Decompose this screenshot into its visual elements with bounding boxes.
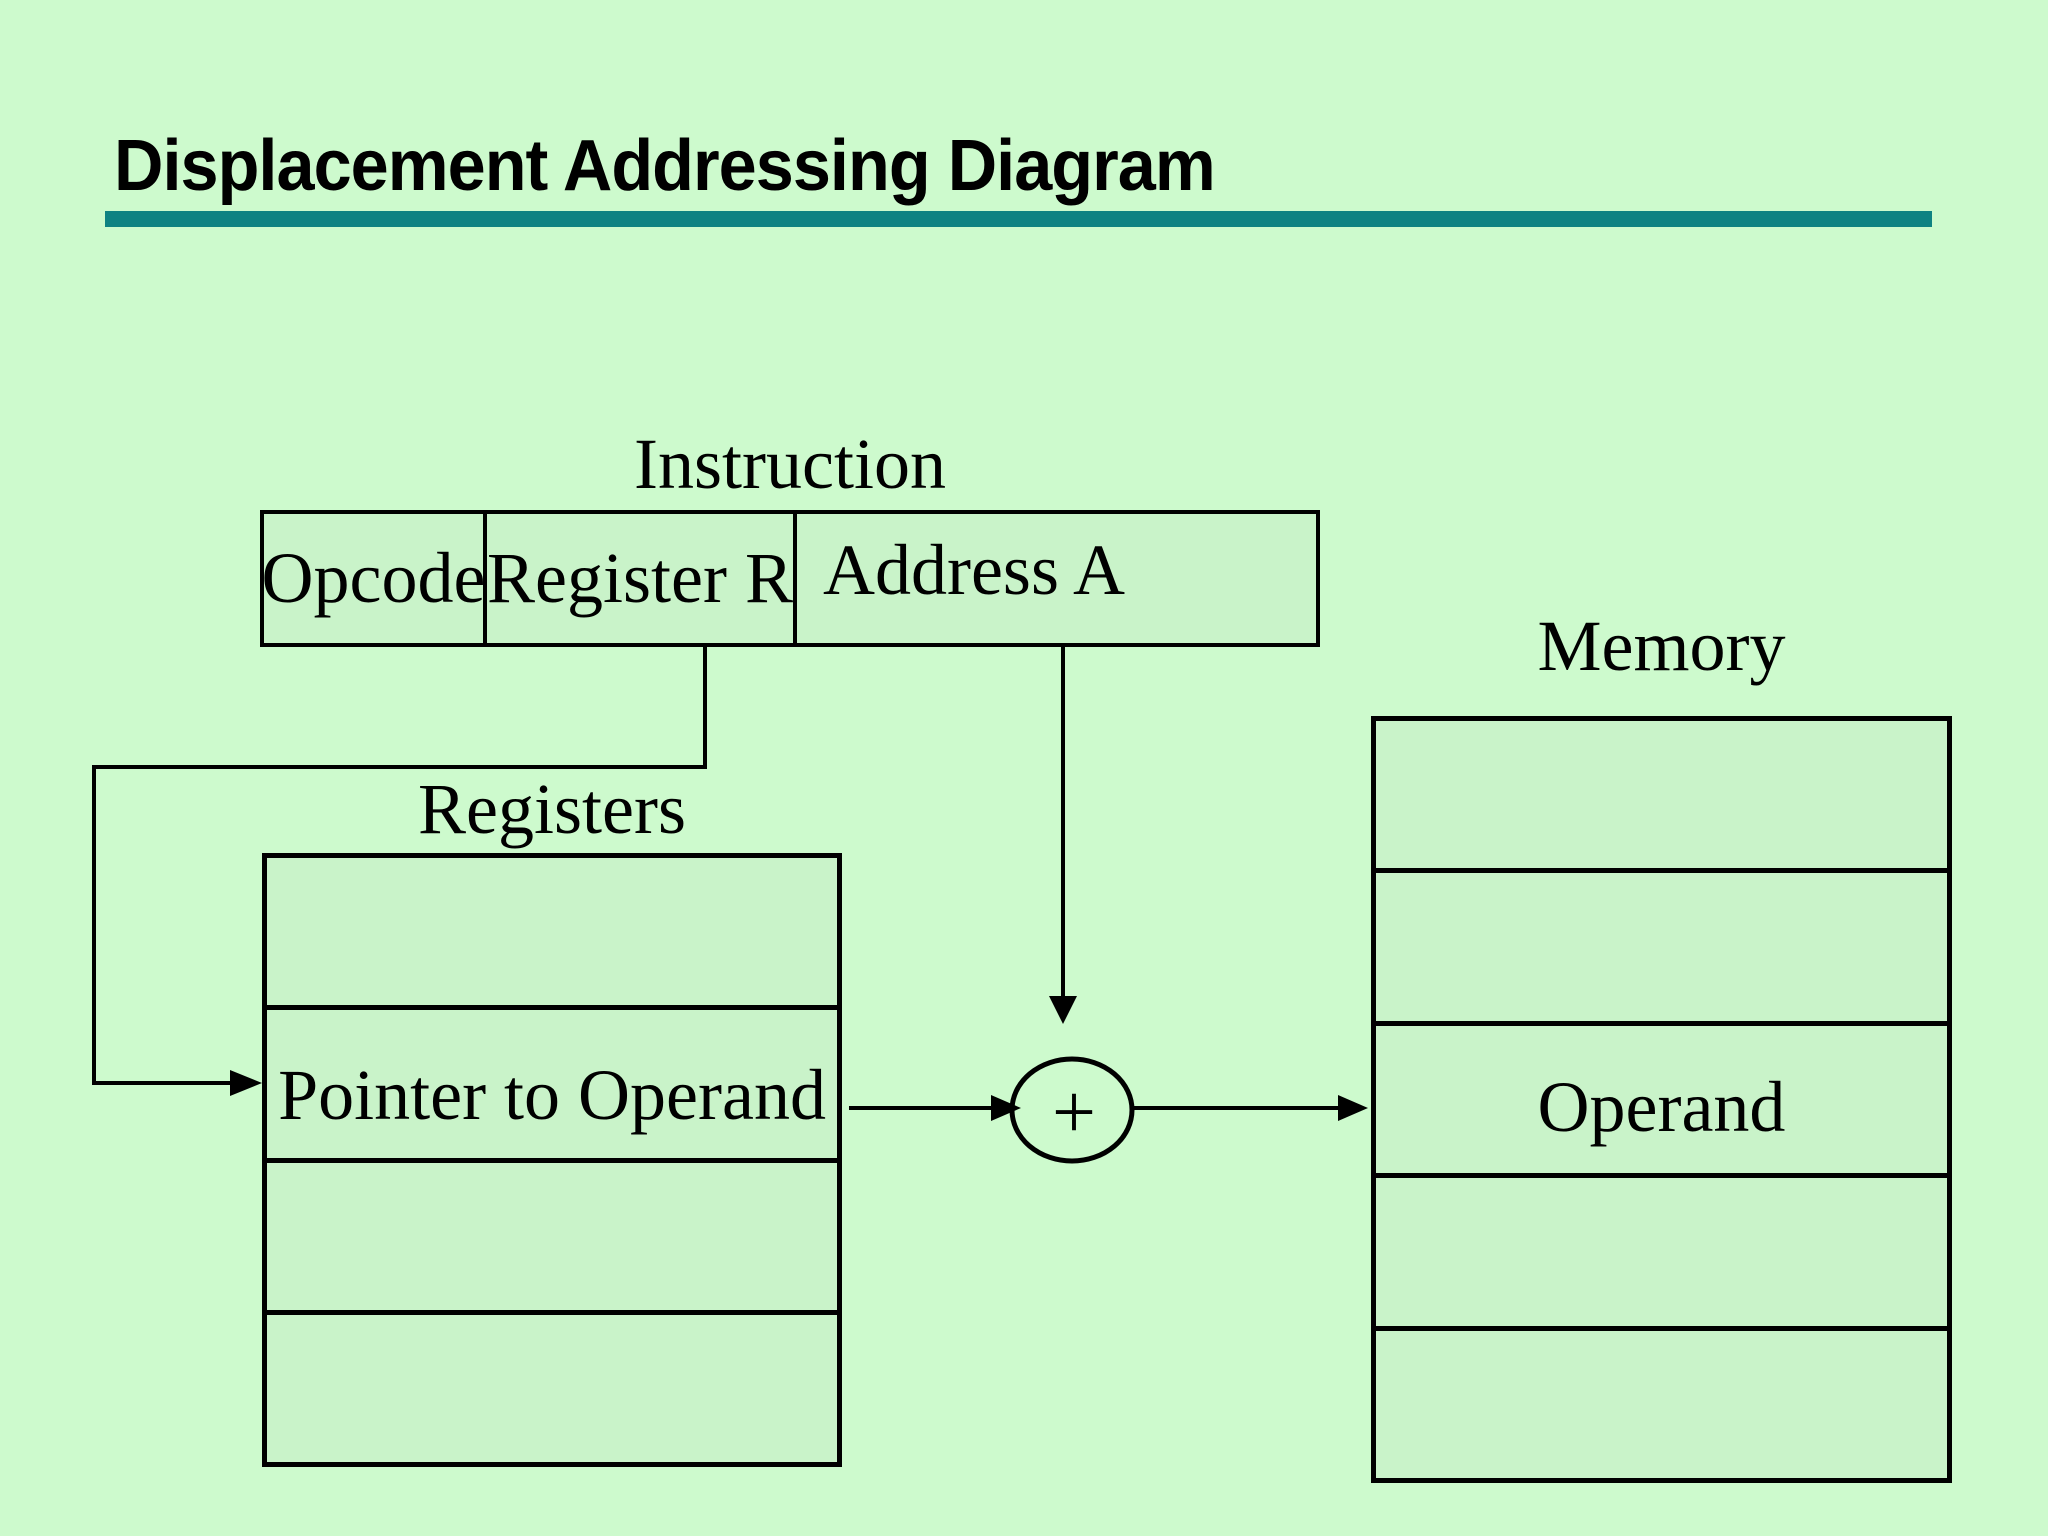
- page-title: Displacement Addressing Diagram: [114, 126, 1216, 206]
- title-underline-rule: [105, 211, 1932, 227]
- memory-row: [1376, 1173, 1947, 1325]
- instruction-field-register: Register R: [487, 514, 797, 643]
- adder-plus-symbol: +: [1052, 1068, 1096, 1155]
- registers-arrowhead-icon: [230, 1070, 262, 1096]
- memory-label: Memory: [1537, 606, 1786, 686]
- opcode-label: Opcode: [261, 538, 486, 618]
- memory-row-operand: Operand: [1376, 1020, 1947, 1173]
- memory-arrowhead-icon: [1338, 1095, 1368, 1121]
- register-r-label: Register R: [487, 538, 793, 618]
- memory-box: Operand: [1371, 716, 1952, 1483]
- register-row-pointer-to-operand: Pointer to Operand: [267, 1005, 837, 1157]
- register-to-registers-connector-line: [92, 647, 707, 1085]
- address-a-label: Address A: [823, 530, 1125, 610]
- instruction-label: Instruction: [634, 424, 946, 504]
- adder-circle: [1009, 1056, 1135, 1164]
- registers-label: Registers: [418, 769, 686, 849]
- instruction-field-address: Address A: [797, 514, 1316, 643]
- memory-row: [1376, 1325, 1947, 1478]
- memory-row: [1376, 868, 1947, 1020]
- registers-box: Pointer to Operand: [262, 853, 842, 1467]
- adder-down-arrowhead-icon: [1049, 996, 1077, 1024]
- register-row: [267, 1309, 837, 1462]
- instruction-box: Opcode Register R Address A: [260, 510, 1320, 647]
- register-row: [267, 1157, 837, 1310]
- instruction-field-opcode: Opcode: [261, 514, 487, 643]
- adder-left-arrowhead-icon: [991, 1095, 1021, 1121]
